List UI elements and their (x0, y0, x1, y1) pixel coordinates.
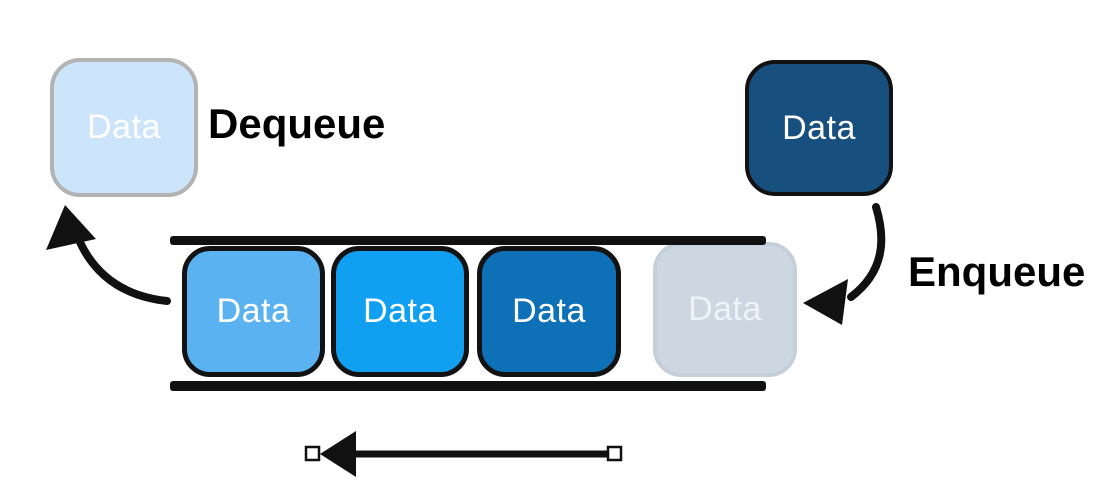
queue-cell-4-faded: Data (653, 242, 797, 377)
enqueue-arrow-shaft (847, 203, 886, 301)
dequeue-arrow-shaft (75, 236, 171, 305)
dequeue-label: Dequeue (208, 100, 386, 147)
queue-cell-2-label: Data (363, 292, 437, 330)
queue-cell-1: Data (182, 246, 325, 377)
dequeued-data-box: Data (50, 58, 198, 197)
queue-cell-3-label: Data (512, 292, 586, 330)
flow-arrow-left-handle (304, 445, 321, 462)
flow-arrow-right-handle (606, 445, 623, 462)
dequeue-arrow-icon (46, 205, 171, 305)
queue-cell-3: Data (477, 246, 621, 377)
queue-bottom-rail (170, 381, 766, 391)
flow-arrowhead-icon (320, 431, 356, 477)
enqueue-arrowhead-icon (803, 279, 848, 325)
dequeue-arrowhead-icon (46, 205, 96, 250)
incoming-data-label: Data (782, 108, 856, 147)
dequeued-data-label: Data (87, 108, 161, 146)
queue-cell-4-label: Data (688, 290, 762, 328)
flow-direction-arrow-icon (304, 431, 623, 477)
incoming-data-box: Data (745, 60, 893, 196)
queue-cell-2: Data (331, 246, 469, 377)
enqueue-label: Enqueue (908, 248, 1086, 295)
enqueue-arrow-icon (803, 203, 886, 325)
queue-cell-1-label: Data (216, 292, 291, 330)
